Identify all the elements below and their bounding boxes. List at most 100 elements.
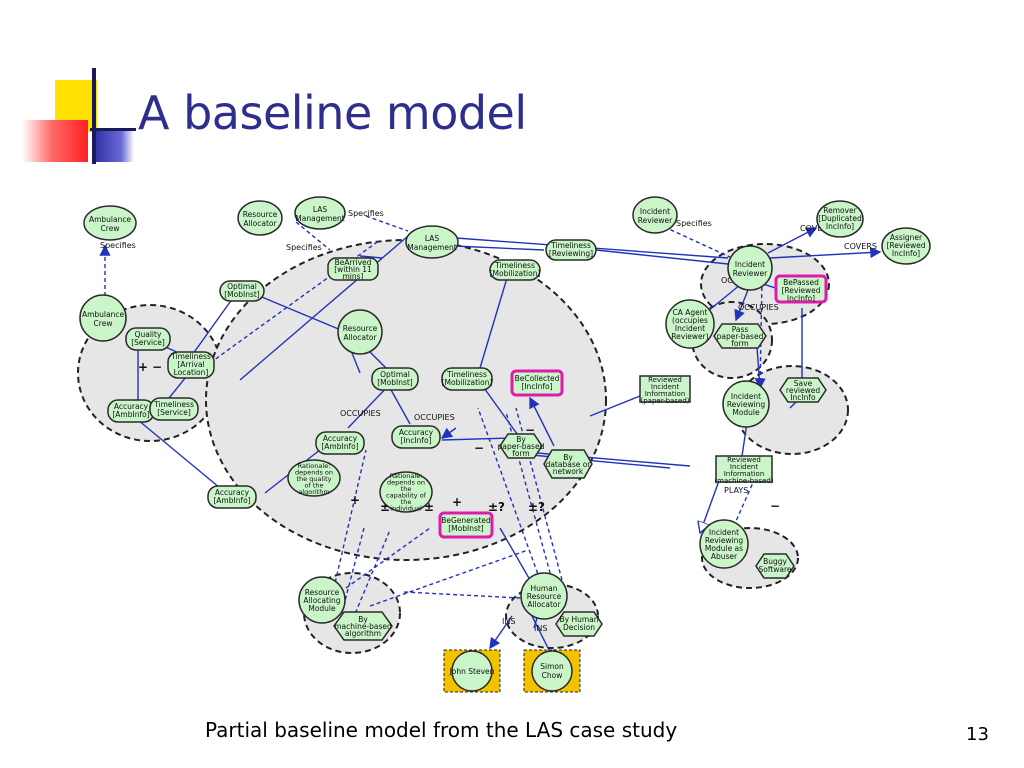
node-label-line: Allocator: [243, 219, 277, 228]
node-accuracy-incinfo[interactable]: Accuracy[IncInfo]: [391, 425, 441, 449]
node-accuracy-ambinfo-left[interactable]: Accuracy[AmbInfo]: [107, 399, 155, 423]
node-timeliness-mobilization[interactable]: Timeliness[Mobilization]: [441, 367, 493, 391]
node-label: Quality[Service]: [131, 330, 165, 347]
node-label-line: Incident: [651, 383, 679, 391]
node-timeliness-reviewing[interactable]: Timeliness[Reviewing]: [545, 239, 597, 261]
node-shape: [149, 397, 199, 421]
node-label-line: IncInfo: [790, 393, 816, 402]
node-label: Accuracy[AmbInfo]: [112, 402, 149, 419]
node-shape: [665, 299, 715, 349]
node-shape: [722, 380, 770, 428]
node-label-line: Timeliness: [446, 370, 487, 379]
node-label-line: Incident: [709, 528, 739, 537]
node-timeliness-service[interactable]: Timeliness[Service]: [149, 397, 199, 421]
node-label-line: Resource: [343, 324, 378, 333]
node-quality-service[interactable]: Quality[Service]: [125, 327, 171, 351]
node-shape: [489, 259, 541, 281]
node-shape: [779, 377, 827, 403]
link-label-occupies: OCCUPIES: [340, 409, 381, 418]
node-shape: [167, 351, 215, 379]
node-be-collected[interactable]: BeCollected[IncInfo]: [510, 369, 564, 397]
node-label-line: [MobInst]: [448, 524, 484, 533]
node-label: Optimal[MobInst]: [224, 282, 260, 299]
node-label: Accuracy[IncInfo]: [399, 428, 434, 445]
node-be-generated[interactable]: BeGenerated[MobInst]: [438, 511, 494, 539]
link: [767, 227, 818, 254]
link: [349, 529, 391, 627]
node-timeliness-mobilization-top[interactable]: Timeliness[Mobilization]: [489, 259, 541, 281]
node-shape: [774, 274, 828, 304]
node-shape: [327, 257, 379, 281]
node-accuracy-ambinfo-out[interactable]: Accuracy[AmbInfo]: [207, 485, 257, 509]
node-shape: [632, 196, 678, 234]
link: [453, 245, 545, 251]
node-label-line: Reviewer: [638, 216, 673, 225]
node-optimal-mobinst-left[interactable]: Optimal[MobInst]: [219, 280, 265, 302]
node-label-line: [Mobilization]: [442, 378, 493, 387]
title-decoration-red-bar: [22, 120, 88, 162]
node-label-line: BeArrived: [335, 258, 372, 267]
node-shape: [816, 200, 864, 238]
node-label-line: [IncInfo]: [400, 436, 431, 445]
contribution-label: ±: [380, 500, 390, 514]
node-shape: [520, 572, 568, 620]
node-label-line: Crew: [94, 319, 113, 328]
node-shape: [287, 459, 341, 497]
node-john-steven[interactable]: John Steven: [443, 649, 501, 693]
node-optimal-mobinst[interactable]: Optimal[MobInst]: [371, 367, 419, 391]
page-number: 13: [966, 724, 989, 745]
node-shape: [125, 327, 171, 351]
node-shape: [713, 323, 767, 349]
node-shape: [391, 425, 441, 449]
node-label-line: Buggy: [763, 557, 787, 566]
node-label-line: form: [512, 449, 530, 458]
node-label-line: Accuracy: [399, 428, 434, 437]
node-label-line: Remover: [823, 206, 857, 215]
node-shape: [531, 650, 573, 692]
node-label-line: Allocator: [343, 333, 377, 342]
contribution-label: ±?: [528, 500, 545, 514]
node-accuracy-ambinfo[interactable]: Accuracy[AmbInfo]: [315, 431, 365, 455]
node-label-line: individual: [390, 505, 422, 513]
node-label-line: machine-based: [334, 622, 392, 631]
